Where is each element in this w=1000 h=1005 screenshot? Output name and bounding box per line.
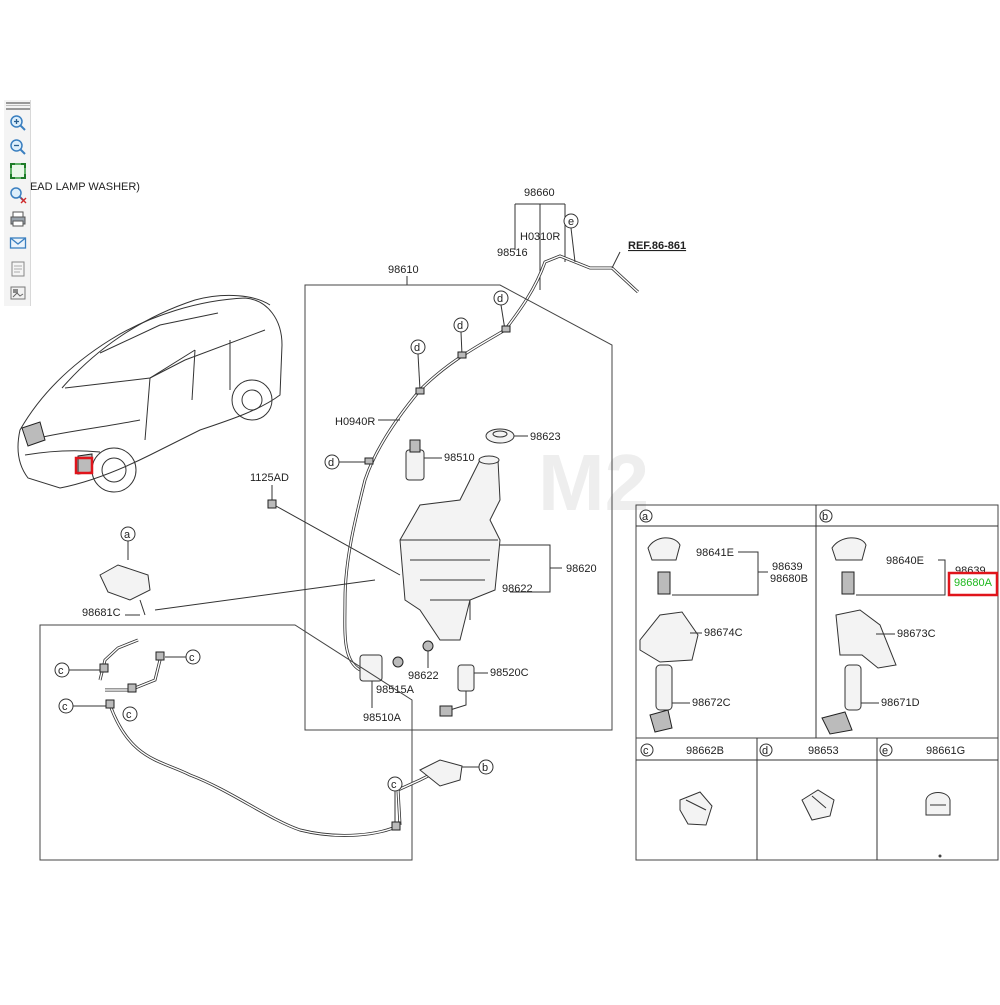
car-illustration [17,295,283,493]
label-98671d: 98671D [881,697,920,709]
marker-c-2: c [62,701,68,713]
label-98661g: 98661G [926,745,965,757]
email-icon[interactable] [9,234,27,252]
label-98680b: 98680B [770,573,808,585]
label-98662b: 98662B [686,745,724,757]
marker-c-5: c [391,779,397,791]
fit-screen-icon[interactable] [9,162,27,180]
label-98681c: 98681C [82,607,121,619]
inset-b-tag: b [822,511,828,523]
label-h0940r: H0940R [335,416,375,428]
label-98516: 98516 [497,247,528,259]
label-98623: 98623 [530,431,561,443]
marker-e: e [568,216,574,228]
marker-c-4: c [126,709,132,721]
marker-d-1: d [497,293,503,305]
highlight-98680a [947,571,999,597]
marker-c-1: c [58,665,64,677]
inset-e-tag: e [882,745,888,757]
label-98510: 98510 [444,452,475,464]
zoom-reset-icon[interactable] [9,186,27,204]
label-98510a: 98510A [363,712,402,724]
label-98672c: 98672C [692,697,731,709]
label-98653: 98653 [808,745,839,757]
label-98515a: 98515A [376,684,415,696]
label-98610: 98610 [388,264,419,276]
inset-a-tag: a [642,511,649,523]
reservoir-group-frame [304,284,613,731]
label-98673c: 98673C [897,628,936,640]
label-98639-a: 98639 [772,561,803,573]
watermark: M2 [538,438,649,527]
label-98660: 98660 [524,187,555,199]
upper-hose-assembly: 98660 H0310R 98516 REF.86-861 e [497,187,686,331]
diagram-caption: HEAD LAMP WASHER) [22,181,140,193]
viewer-toolbar [4,100,31,306]
toolbar-grip[interactable] [6,102,30,110]
highlight-headlamp-location [74,456,94,475]
label-98622-upper: 98622 [502,583,533,595]
zoom-out-icon[interactable] [9,138,27,156]
zoom-in-icon[interactable] [9,114,27,132]
label-98640e: 98640E [886,555,924,567]
marker-d-4: d [328,457,334,469]
label-ref-86-861: REF.86-861 [628,240,686,252]
label-98641e: 98641E [696,547,734,559]
inset-c-tag: c [643,745,649,757]
print-icon[interactable] [9,210,27,228]
label-98639-b: 98639 [955,565,986,577]
image-icon[interactable] [9,284,27,302]
label-98620: 98620 [566,563,597,575]
hose-group-frame [39,624,413,861]
label-98680a: 98680A [954,577,993,589]
inset-panels: a 98641E 98639 98680B 98674C 98672C b 98… [635,504,999,861]
marker-a: a [124,529,131,541]
label-98674c: 98674C [704,627,743,639]
label-98520c: 98520C [490,667,529,679]
reservoir-group: 98610 H0940R d d d d 98623 98510 [250,264,613,731]
marker-d-2: d [457,320,463,332]
label-1125ad: 1125AD [250,472,289,484]
inset-d-tag: d [762,745,768,757]
headlamp-washer-hose-group: 98681C a c c c c c [39,526,494,861]
marker-d-3: d [414,342,420,354]
label-h0310r: H0310R [520,231,560,243]
document-icon[interactable] [9,260,27,278]
marker-c-3: c [189,652,195,664]
marker-b: b [482,762,488,774]
label-98622-lower: 98622 [408,670,439,682]
